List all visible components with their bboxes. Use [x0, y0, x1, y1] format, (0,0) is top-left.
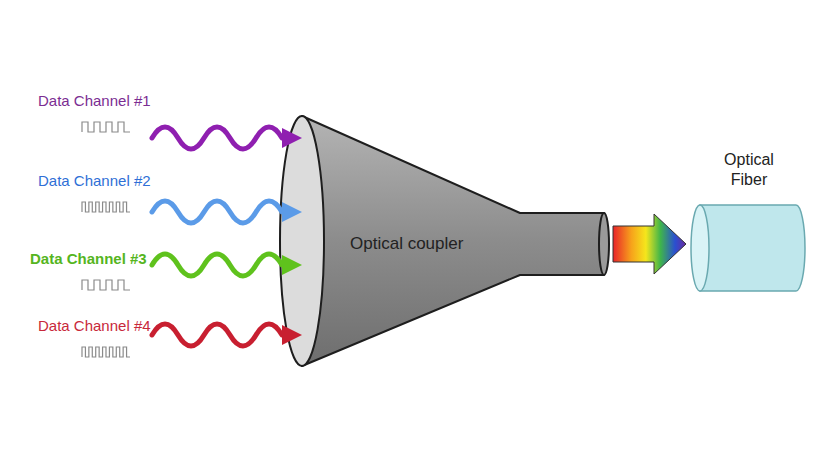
- square-wave-icon: [82, 202, 130, 212]
- channel-label: Data Channel #3: [30, 250, 147, 267]
- arrowhead: [282, 202, 302, 222]
- coupler-label: Optical coupler: [350, 234, 463, 254]
- funnel-shape: [278, 113, 613, 373]
- arrowhead: [282, 325, 302, 345]
- fiber-cylinder: [686, 150, 812, 300]
- square-wave-icon: [82, 280, 130, 290]
- optical-coupler: Optical coupler: [278, 113, 613, 373]
- arrowhead: [282, 128, 302, 148]
- light-wave-arrow: [152, 127, 282, 149]
- optical-fiber: Optical Fiber: [686, 150, 812, 300]
- square-wave-icon: [82, 122, 130, 132]
- channel-label: Data Channel #1: [38, 92, 151, 109]
- square-wave-icon: [82, 347, 130, 357]
- channel-label: Data Channel #4: [38, 317, 151, 334]
- fiber-label: Optical Fiber: [704, 150, 794, 190]
- light-wave-arrow: [152, 324, 282, 346]
- arrowhead: [282, 255, 302, 275]
- light-wave-arrow: [152, 254, 282, 276]
- light-wave-arrow: [152, 201, 282, 223]
- channel-label: Data Channel #2: [38, 172, 151, 189]
- multiplexed-light-arrow: [613, 214, 686, 274]
